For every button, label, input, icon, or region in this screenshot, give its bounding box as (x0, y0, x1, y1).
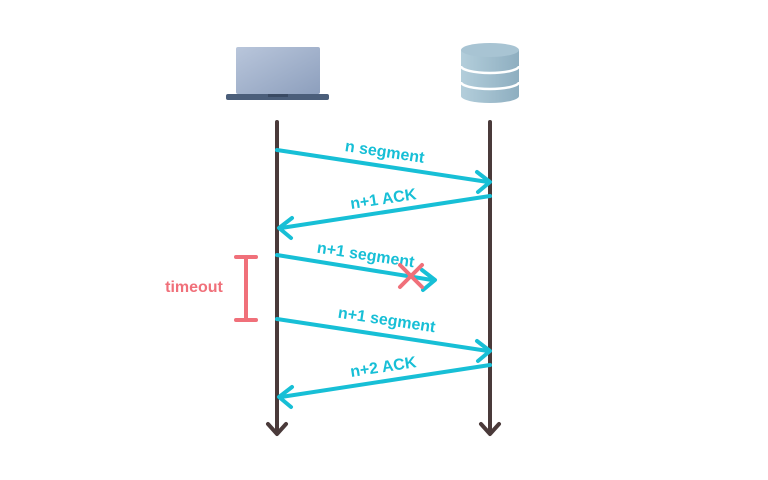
timeout-label: timeout (165, 279, 223, 296)
client-timeline (266, 120, 288, 436)
message-n1-segment-lost: n+1 segment (275, 240, 437, 292)
server-timeline (479, 120, 501, 436)
message-n2-ack: n+2 ACK (277, 354, 492, 409)
timeout-bracket (234, 255, 258, 322)
message-n1-segment-retransmit: n+1 segment (275, 305, 492, 363)
laptop-icon (226, 47, 329, 100)
message-n1-ack: n+1 ACK (277, 186, 492, 240)
database-icon (459, 43, 521, 103)
packet-lost-icon (398, 263, 424, 289)
message-n-segment: n segment (275, 138, 492, 194)
